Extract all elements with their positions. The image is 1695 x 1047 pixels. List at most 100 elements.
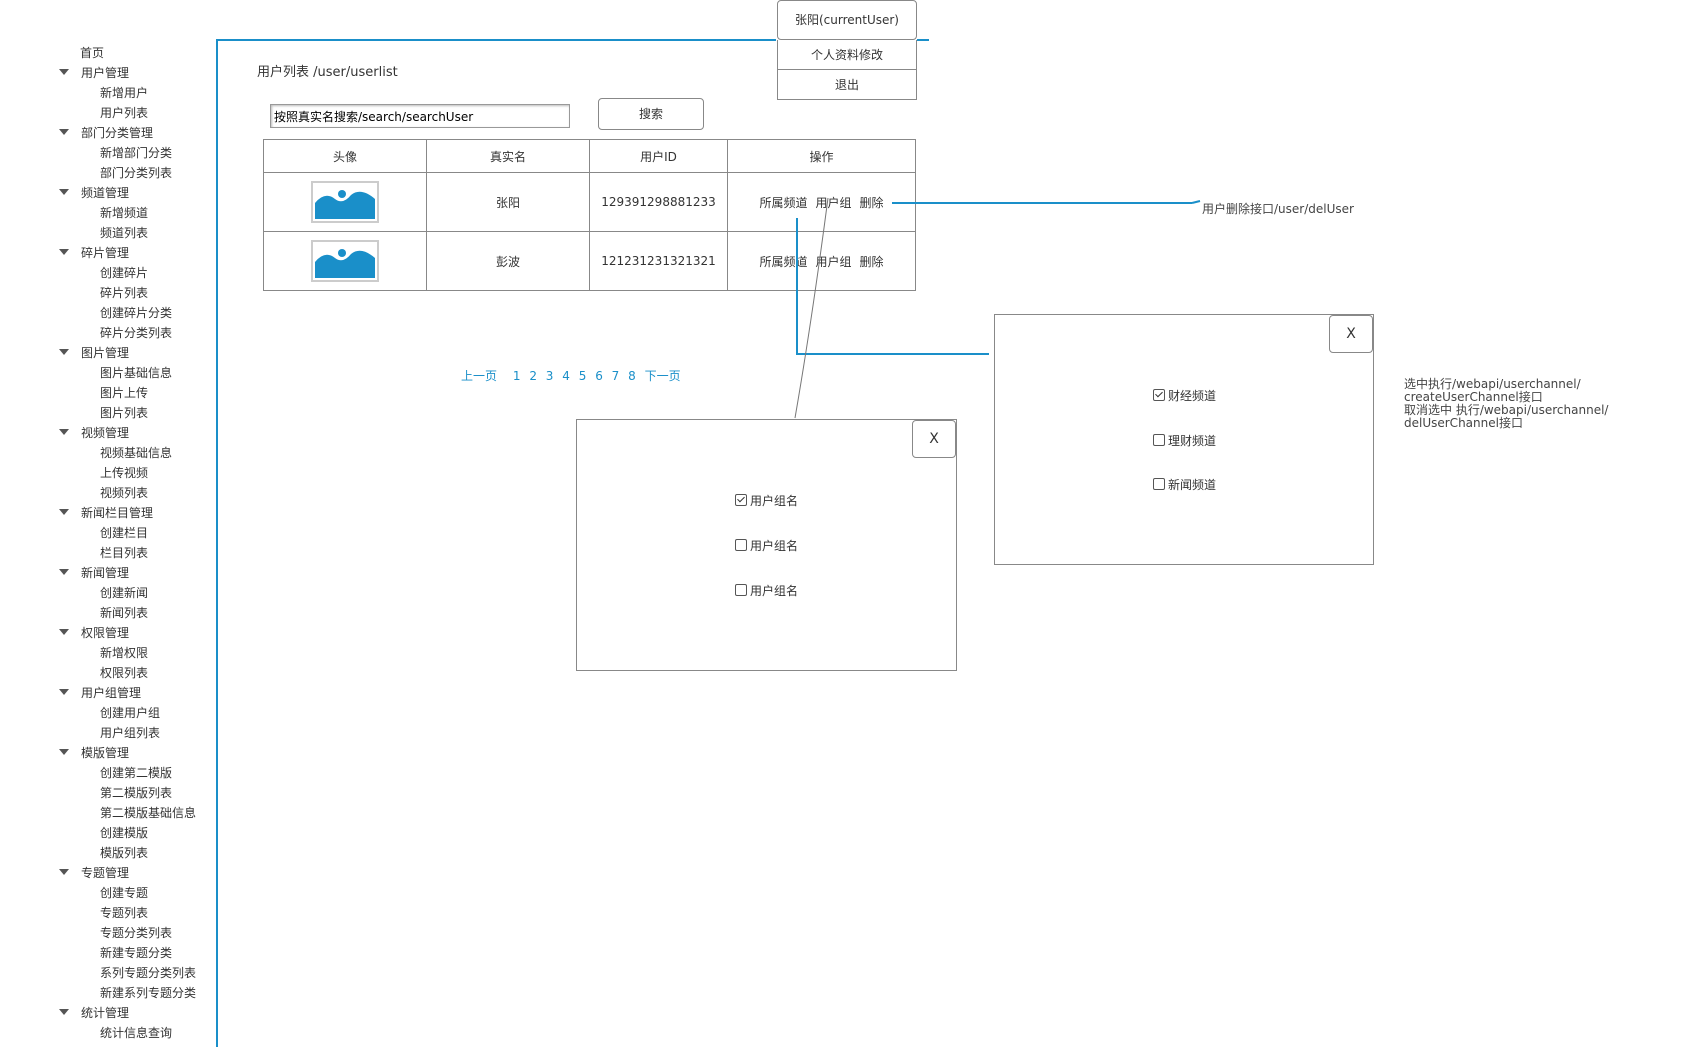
sidebar-item[interactable]: 专题分类列表 (100, 926, 173, 940)
page-link-3[interactable]: 3 (545, 369, 554, 383)
sidebar-item[interactable]: 碎片列表 (100, 286, 149, 300)
sidebar-item[interactable]: 用户组列表 (100, 726, 161, 740)
sidebar-group[interactable]: 专题管理 (56, 863, 206, 883)
sidebar-item[interactable]: 系列专题分类列表 (100, 966, 197, 980)
sidebar-group[interactable]: 统计管理 (56, 1003, 206, 1023)
sidebar-item[interactable]: 创建碎片分类 (100, 306, 173, 320)
logout-menu-item[interactable]: 退出 (777, 70, 917, 100)
next-page-link[interactable]: 下一页 (644, 369, 681, 383)
sidebar-item[interactable]: 新建专题分类 (100, 946, 173, 960)
sidebar-item[interactable]: 频道列表 (100, 226, 149, 240)
sidebar-group[interactable]: 权限管理 (56, 623, 206, 643)
sidebar-item[interactable]: 创建新闻 (100, 586, 149, 600)
usergroup-link[interactable]: 用户组 (815, 195, 852, 210)
expand-triangle-icon[interactable] (59, 748, 69, 755)
sidebar-item[interactable]: 统计信息查询 (100, 1026, 173, 1040)
expand-triangle-icon[interactable] (59, 68, 69, 75)
expand-triangle-icon[interactable] (59, 348, 69, 355)
sidebar-group[interactable]: 新闻管理 (56, 563, 206, 583)
sidebar-item[interactable]: 视频列表 (100, 486, 149, 500)
sidebar-item[interactable]: 创建栏目 (100, 526, 149, 540)
sidebar-group-label: 新闻管理 (81, 566, 130, 580)
close-button[interactable]: X (912, 420, 956, 458)
sidebar-group[interactable]: 频道管理 (56, 183, 206, 203)
page-link-8[interactable]: 8 (628, 369, 636, 383)
sidebar-item[interactable]: 新增部门分类 (100, 146, 173, 160)
sidebar-item[interactable]: 第二模版基础信息 (100, 806, 197, 820)
page-link-2[interactable]: 2 (529, 369, 537, 383)
delete-link[interactable]: 删除 (859, 195, 884, 210)
sidebar-item[interactable]: 碎片分类列表 (100, 326, 173, 340)
sidebar-item[interactable]: 模版列表 (100, 846, 149, 860)
expand-triangle-icon[interactable] (59, 128, 69, 135)
sidebar-item[interactable]: 新增用户 (100, 86, 149, 100)
delete-link[interactable]: 删除 (859, 254, 884, 269)
page-link-4[interactable]: 4 (562, 369, 570, 383)
expand-triangle-icon[interactable] (59, 508, 69, 515)
current-user-button[interactable]: 张阳(currentUser) (777, 0, 917, 40)
sidebar-item[interactable]: 上传视频 (100, 466, 149, 480)
sidebar-item[interactable]: 第二模版列表 (100, 786, 173, 800)
page-link-6[interactable]: 6 (595, 369, 603, 383)
expand-triangle-icon[interactable] (59, 428, 69, 435)
sidebar-item[interactable]: 用户列表 (100, 106, 149, 120)
channel-option[interactable]: 新闻频道 (1153, 476, 1216, 493)
page-link-1[interactable]: 1 (512, 369, 521, 383)
sidebar-item[interactable]: 图片上传 (100, 386, 149, 400)
checkbox-icon[interactable] (735, 584, 747, 596)
sidebar-item[interactable]: 部门分类列表 (100, 166, 173, 180)
page-link-7[interactable]: 7 (611, 369, 620, 383)
sidebar-item[interactable]: 视频基础信息 (100, 446, 173, 460)
search-button[interactable]: 搜索 (598, 98, 704, 130)
channel-link[interactable]: 所属频道 (759, 254, 808, 269)
sidebar-group[interactable]: 用户管理 (56, 63, 206, 83)
sidebar-item[interactable]: 创建模版 (100, 826, 149, 840)
expand-triangle-icon[interactable] (59, 688, 69, 695)
sidebar-group[interactable]: 用户组管理 (56, 683, 206, 703)
sidebar-group[interactable]: 图片管理 (56, 343, 206, 363)
checkbox-checked-icon[interactable] (1153, 389, 1165, 401)
usergroup-option[interactable]: 用户组名 (735, 492, 798, 509)
usergroup-option[interactable]: 用户组名 (735, 582, 798, 599)
sidebar-item[interactable]: 创建第二模版 (100, 766, 173, 780)
sidebar-group[interactable]: 碎片管理 (56, 243, 206, 263)
profile-edit-menu-item[interactable]: 个人资料修改 (777, 40, 917, 70)
usergroup-link[interactable]: 用户组 (815, 254, 852, 269)
sidebar-item[interactable]: 创建用户组 (100, 706, 161, 720)
sidebar-item[interactable]: 栏目列表 (100, 546, 149, 560)
sidebar-item[interactable]: 新建系列专题分类 (100, 986, 197, 1000)
channel-option[interactable]: 理财频道 (1153, 432, 1216, 449)
page-link-5[interactable]: 5 (578, 369, 587, 383)
sidebar-item[interactable]: 图片基础信息 (100, 366, 173, 380)
checkbox-icon[interactable] (735, 539, 747, 551)
expand-triangle-icon[interactable] (59, 1008, 69, 1015)
channel-link[interactable]: 所属频道 (759, 195, 808, 210)
sidebar-item[interactable]: 权限列表 (100, 666, 149, 680)
sidebar-item[interactable]: 新增频道 (100, 206, 149, 220)
search-input[interactable] (270, 104, 570, 128)
channel-option[interactable]: 财经频道 (1153, 387, 1216, 404)
sidebar-item[interactable]: 新增权限 (100, 646, 149, 660)
close-button[interactable]: X (1329, 315, 1373, 353)
checkbox-checked-icon[interactable] (735, 494, 747, 506)
sidebar-group[interactable]: 模版管理 (56, 743, 206, 763)
checkbox-icon[interactable] (1153, 478, 1165, 490)
usergroup-option[interactable]: 用户组名 (735, 537, 798, 554)
checkbox-icon[interactable] (1153, 434, 1165, 446)
sidebar-group[interactable]: 新闻栏目管理 (56, 503, 206, 523)
sidebar-item[interactable]: 新闻列表 (100, 606, 149, 620)
sidebar-item-home[interactable]: 首页 (80, 46, 105, 60)
prev-page-link[interactable]: 上一页 (461, 369, 498, 383)
sidebar-group[interactable]: 视频管理 (56, 423, 206, 443)
expand-triangle-icon[interactable] (59, 568, 69, 575)
sidebar-item[interactable]: 创建碎片 (100, 266, 149, 280)
sidebar-group[interactable]: 部门分类管理 (56, 123, 206, 143)
sidebar-item[interactable]: 图片列表 (100, 406, 149, 420)
sidebar-item[interactable]: 创建专题 (100, 886, 149, 900)
expand-triangle-icon[interactable] (59, 188, 69, 195)
expand-triangle-icon[interactable] (59, 248, 69, 255)
expand-triangle-icon[interactable] (59, 868, 69, 875)
expand-triangle-icon[interactable] (59, 628, 69, 635)
sidebar-item[interactable]: 专题列表 (100, 906, 149, 920)
realname-cell: 张阳 (426, 172, 590, 232)
